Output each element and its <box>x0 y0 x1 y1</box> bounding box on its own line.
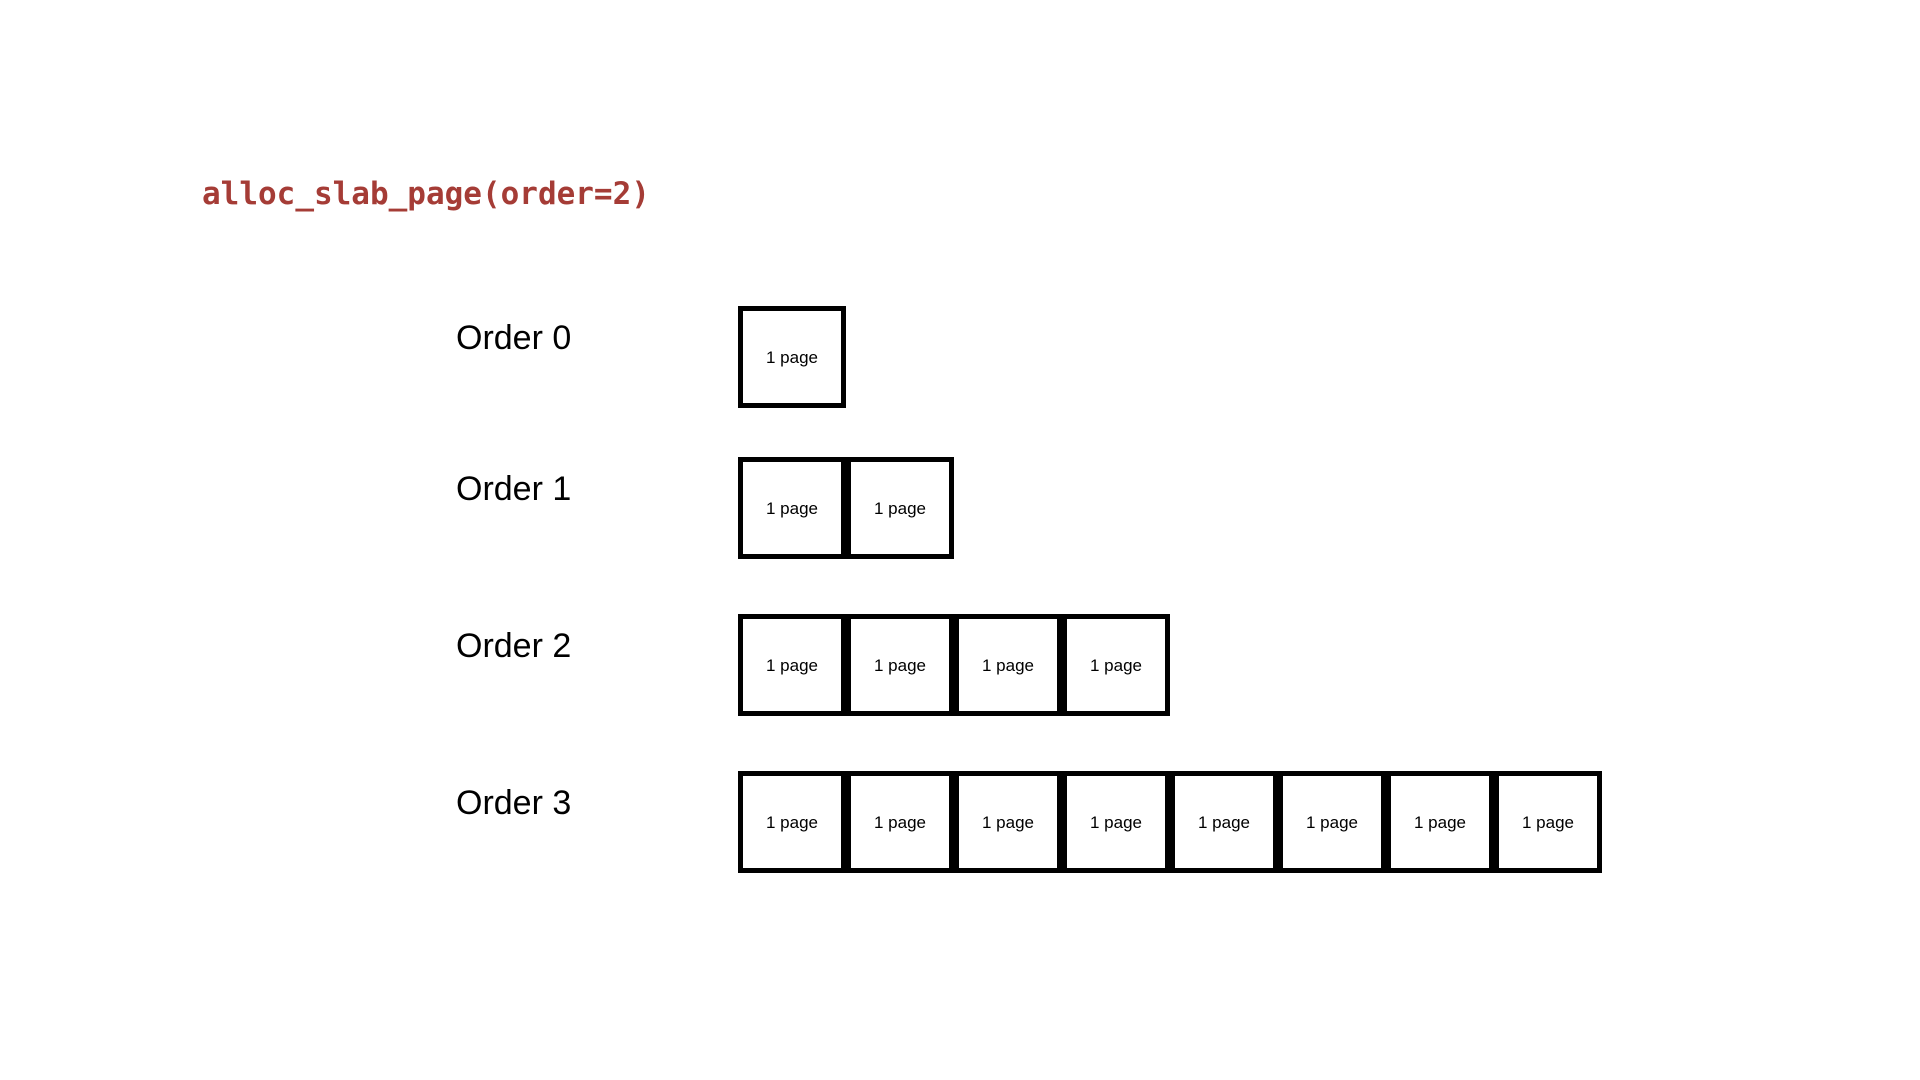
order-label: Order 0 <box>456 319 572 357</box>
slide-title: alloc_slab_page(order=2) <box>202 176 650 212</box>
page-box: 1 page <box>1278 771 1386 873</box>
page-box: 1 page <box>1386 771 1494 873</box>
order-label: Order 3 <box>456 784 572 822</box>
page-box: 1 page <box>1170 771 1278 873</box>
page-box: 1 page <box>954 614 1062 716</box>
order-label: Order 2 <box>456 627 572 665</box>
page-box: 1 page <box>738 614 846 716</box>
page-box-group: 1 page <box>738 306 846 408</box>
order-label: Order 1 <box>456 470 572 508</box>
page-box: 1 page <box>738 771 846 873</box>
page-box: 1 page <box>954 771 1062 873</box>
page-box: 1 page <box>738 457 846 559</box>
page-box: 1 page <box>846 771 954 873</box>
page-box: 1 page <box>1062 771 1170 873</box>
page-box: 1 page <box>1062 614 1170 716</box>
page-box: 1 page <box>738 306 846 408</box>
order-row-0: Order 0 1 page <box>0 306 1920 408</box>
page-box: 1 page <box>846 457 954 559</box>
page-box: 1 page <box>1494 771 1602 873</box>
page-box: 1 page <box>846 614 954 716</box>
